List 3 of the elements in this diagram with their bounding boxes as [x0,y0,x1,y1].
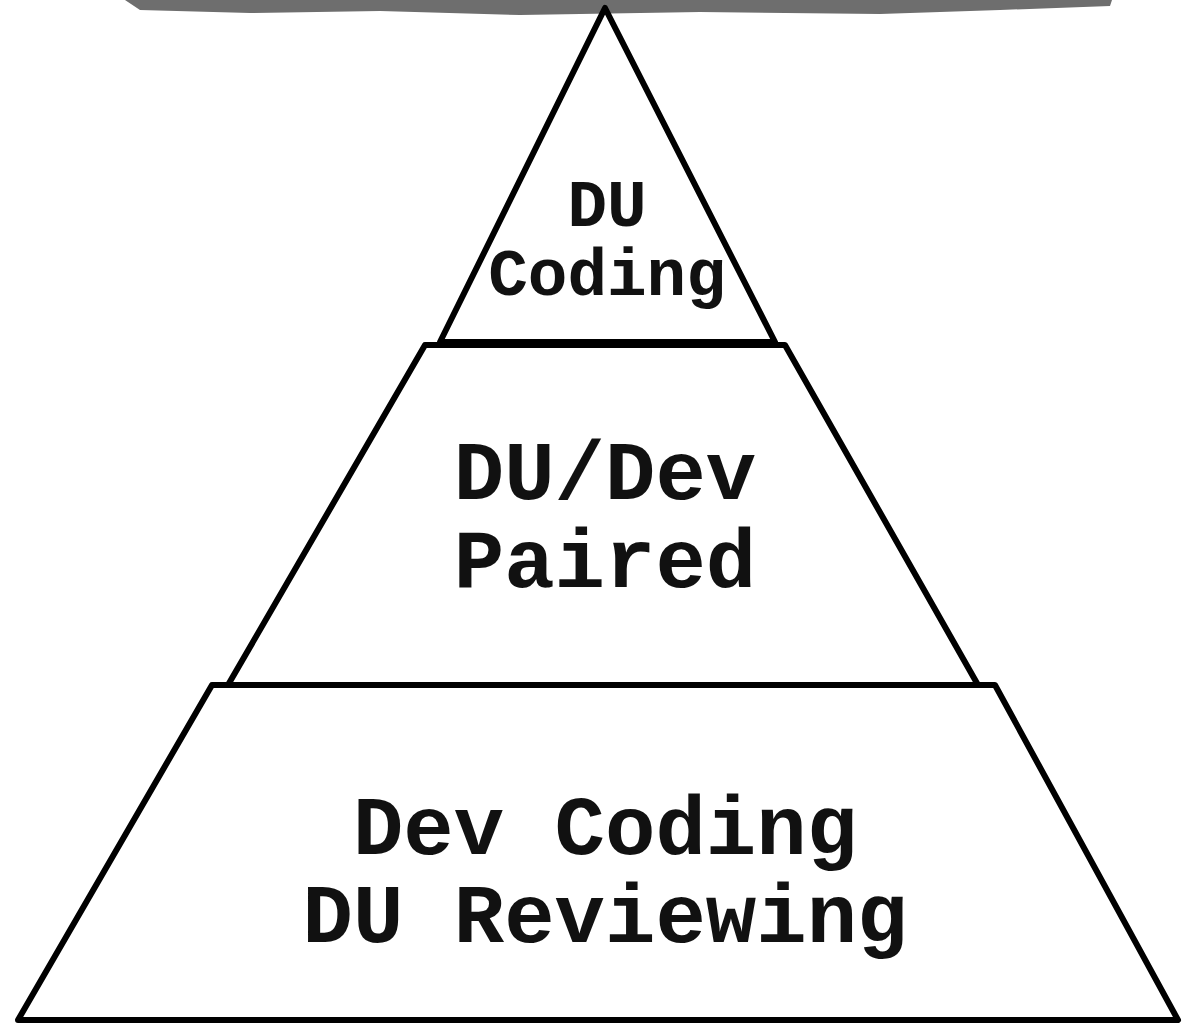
tier-label: Dev Coding DU Reviewing [301,788,909,965]
tier-label: DU/Dev Paired [452,433,758,610]
tier-label: DU Coding [487,174,727,313]
